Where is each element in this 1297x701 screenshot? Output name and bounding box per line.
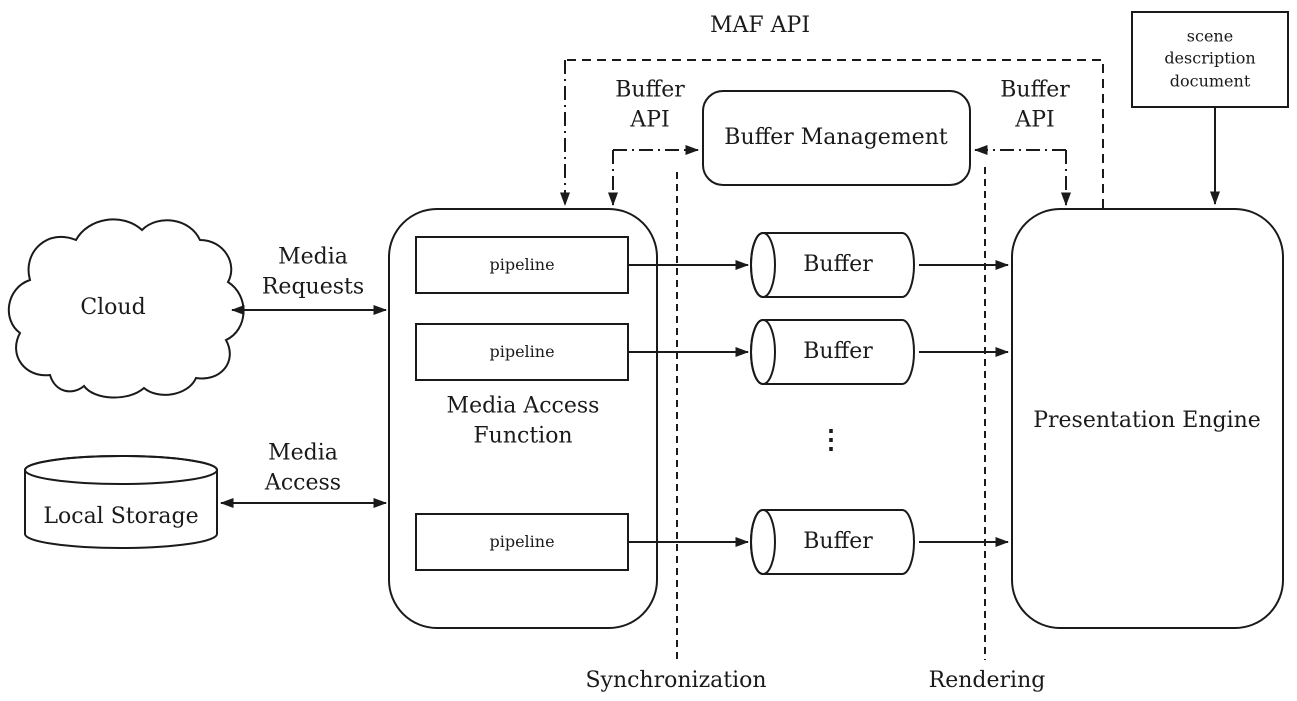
buffer-api-right-label: Buffer API bbox=[1000, 75, 1070, 134]
scene-doc-line2: description bbox=[1164, 48, 1256, 68]
media-access-label: Media Access bbox=[265, 438, 341, 497]
local-storage-top-ellipse bbox=[24, 455, 218, 485]
rendering-label: Rendering bbox=[928, 668, 1046, 694]
more-buffers-ellipsis: ⋮ bbox=[818, 425, 844, 455]
presentation-engine-box bbox=[1011, 208, 1284, 629]
media-access-function-label: Media Access Function bbox=[447, 391, 600, 450]
scene-description-document-box bbox=[1131, 11, 1289, 108]
cloud-shape bbox=[7, 218, 245, 399]
buffer-management-box bbox=[702, 90, 971, 186]
pipeline-box-1 bbox=[415, 236, 629, 294]
maf-api-label: MAF API bbox=[709, 13, 811, 39]
media-access-line1: Media bbox=[268, 440, 338, 466]
buffer-cylinder-3-cap bbox=[750, 509, 776, 575]
scene-doc-line3: document bbox=[1169, 71, 1251, 91]
media-requests-line2: Requests bbox=[261, 274, 365, 299]
maf-label-line1: Media Access bbox=[446, 393, 600, 419]
maf-label-line2: Function bbox=[473, 423, 573, 448]
buffer-api-right-line2: API bbox=[1015, 107, 1055, 132]
buffer-cylinder-2-cap bbox=[750, 319, 776, 385]
presentation-engine-label: Presentation Engine bbox=[1033, 408, 1261, 434]
buffer-2-label: Buffer bbox=[803, 339, 873, 365]
media-requests-label: Media Requests bbox=[262, 242, 364, 301]
pipeline-3-label: pipeline bbox=[489, 531, 555, 551]
local-storage-label: Local Storage bbox=[43, 504, 199, 530]
media-requests-line1: Media bbox=[278, 244, 348, 270]
buffer-api-left-label: Buffer API bbox=[615, 75, 685, 134]
buffer-cylinder-1-cap bbox=[750, 232, 776, 298]
pipeline-2-label: pipeline bbox=[489, 341, 555, 361]
buffer-api-left-line2: API bbox=[630, 107, 670, 132]
pipeline-1-label: pipeline bbox=[489, 254, 555, 274]
media-access-line2: Access bbox=[264, 470, 342, 495]
scene-description-document-label: scene description document bbox=[1164, 25, 1255, 92]
cloud-label: Cloud bbox=[80, 295, 146, 321]
buffer-management-label: Buffer Management bbox=[724, 125, 948, 151]
buffer-api-right-line1: Buffer bbox=[1000, 77, 1070, 103]
synchronization-label: Synchronization bbox=[585, 668, 767, 694]
scene-doc-line1: scene bbox=[1186, 26, 1234, 46]
maf-api-dashed-line bbox=[565, 59, 1104, 208]
buffer-3-label: Buffer bbox=[803, 529, 873, 555]
buffer-api-left-line1: Buffer bbox=[615, 77, 685, 103]
buffer-1-label: Buffer bbox=[803, 252, 873, 278]
